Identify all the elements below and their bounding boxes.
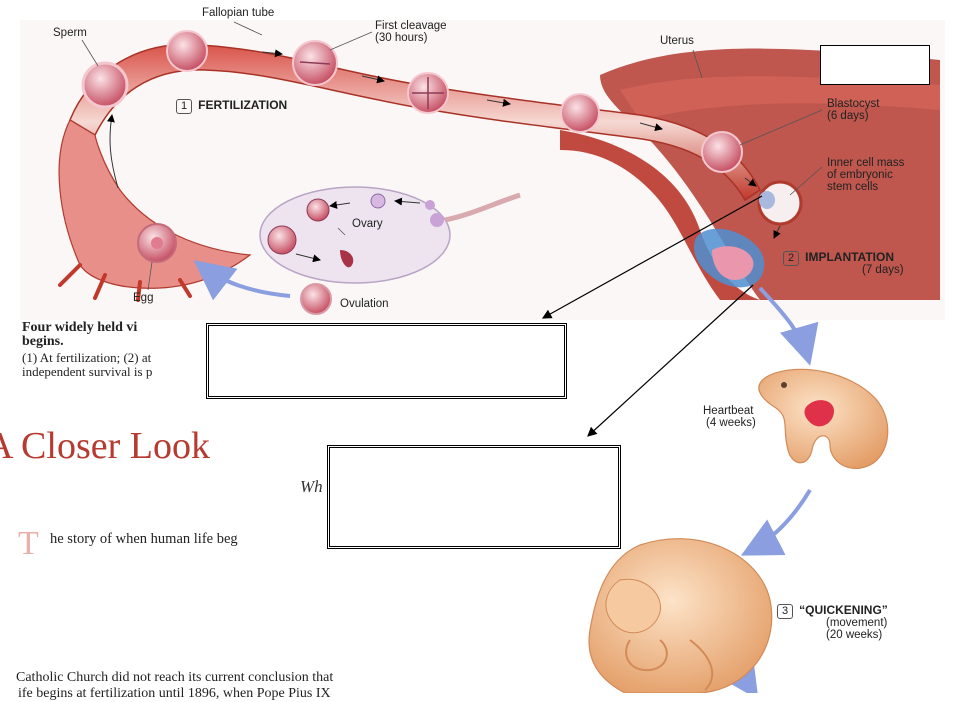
label-sperm: Sperm — [53, 27, 87, 39]
progression-arrows — [193, 260, 819, 693]
caption-bold-line-2: begins. — [22, 334, 64, 349]
stage-implantation: 2 IMPLANTATION — [783, 250, 894, 266]
label-blastocyst-time: (6 days) — [827, 110, 869, 122]
label-heartbeat: Heartbeat — [703, 405, 754, 417]
stage-fertilization: 1 FERTILIZATION — [176, 98, 287, 114]
drop-cap: T — [18, 525, 39, 562]
label-implantation-time: (7 days) — [862, 264, 904, 276]
follicle — [306, 198, 330, 222]
label-first-cleavage: First cleavage — [375, 20, 447, 32]
heading-text: Closer Look — [13, 425, 210, 467]
pointer-arrows — [541, 195, 763, 437]
label-heartbeat-time: (4 weeks) — [706, 417, 756, 429]
blastocyst-cell — [701, 131, 743, 173]
label-fallopian-tube: Fallopian tube — [202, 7, 275, 19]
heading-prefix: A — [0, 425, 13, 467]
label-inner-cell-mass-3: stem cells — [827, 181, 879, 193]
caption-line-1: (1) At fertilization; (2) at — [22, 350, 152, 365]
label-egg: Egg — [133, 292, 154, 304]
label-ovulation: Ovulation — [340, 298, 389, 310]
quickening-fetus — [588, 538, 773, 693]
subheading-italic: Wh — [300, 477, 323, 496]
blank-label-box-implantation[interactable] — [327, 445, 621, 549]
section-heading: A Closer Look — [0, 424, 210, 468]
ovulation-egg — [300, 283, 332, 315]
stage-quickening: 3 “QUICKENING” — [777, 603, 888, 619]
stage-label: IMPLANTATION — [805, 250, 894, 264]
fallopian-tube — [69, 43, 761, 202]
mature-follicle — [267, 225, 297, 255]
uterus-wall — [600, 48, 940, 301]
label-first-cleavage-time: (30 hours) — [375, 32, 428, 44]
caption-line-2: independent survival is p — [22, 364, 153, 379]
heart-icon — [804, 400, 835, 427]
label-blastocyst: Blastocyst — [827, 98, 880, 110]
bottom-line-2: ife begins at fertilization until 1896, … — [18, 686, 331, 701]
zygote — [166, 30, 208, 72]
label-ovary: Ovary — [352, 218, 383, 230]
label-quickening-desc: (movement) — [826, 617, 888, 629]
transport-arrows — [106, 49, 781, 263]
blank-label-box-uterus[interactable] — [820, 45, 930, 85]
label-uterus: Uterus — [660, 35, 694, 47]
label-quickening-time: (20 weeks) — [826, 629, 883, 641]
stage-label: “QUICKENING” — [799, 603, 888, 617]
label-inner-cell-mass-2: of embryonic — [827, 169, 893, 181]
story-line: he story of when human life beg — [50, 531, 238, 547]
bottom-line-1: Catholic Church did not reach its curren… — [16, 670, 334, 685]
stage-number-badge: 3 — [777, 604, 794, 619]
caption-bold-line-1: Four widely held vi — [22, 320, 138, 335]
stage-number-badge: 1 — [176, 99, 193, 114]
morula — [560, 93, 600, 133]
fertilized-egg — [81, 61, 129, 109]
stage-label: FERTILIZATION — [198, 98, 288, 112]
stage-number-badge: 2 — [783, 251, 800, 266]
label-inner-cell-mass: Inner cell mass — [827, 157, 905, 169]
blank-label-box-inner-cell-mass[interactable] — [206, 323, 567, 399]
